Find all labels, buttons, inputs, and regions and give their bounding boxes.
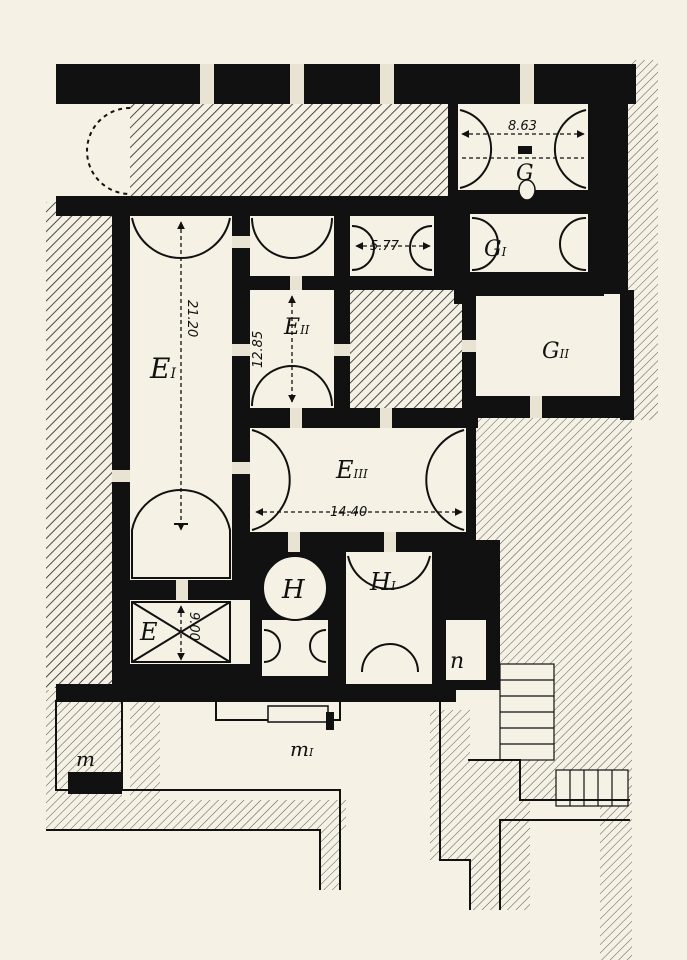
- label-e1: EI: [149, 352, 176, 385]
- apse-g-right: [553, 109, 587, 189]
- apse-g1-left: [471, 217, 499, 271]
- room-h-circle: [262, 555, 328, 621]
- opening-g2-1: [530, 396, 542, 418]
- dimension-lines: [177, 130, 585, 661]
- opening-h: [288, 532, 300, 552]
- apse-small1-left: [251, 217, 333, 259]
- label-g2: GII: [542, 339, 569, 364]
- hatch-bottom-right-col: [320, 826, 340, 890]
- opening-e2-1: [334, 344, 350, 356]
- m-feature: [68, 772, 122, 794]
- opening-e1-2: [232, 344, 250, 356]
- wall-e1-left: [112, 196, 130, 686]
- label-e2: EII: [283, 315, 310, 340]
- opening-h1: [384, 532, 396, 552]
- wall-top: [56, 64, 636, 104]
- apse-g1-right: [559, 217, 587, 271]
- opening-e2-3: [290, 408, 302, 428]
- label-g1: GI: [484, 237, 507, 262]
- label-g1-sub: I: [501, 245, 507, 259]
- label-e3: EIII: [335, 456, 368, 484]
- label-n1: nII: [472, 595, 494, 619]
- wall-g2-left: [462, 290, 476, 420]
- opening-g2-2: [462, 340, 476, 352]
- hatch-bottom-strip: [130, 690, 160, 800]
- opening-e1-3: [232, 462, 250, 474]
- wall-small-b: [434, 196, 454, 286]
- dim-e1: 21.20: [184, 300, 199, 337]
- wall-lower-bottom: [56, 684, 456, 702]
- wall-h1-left: [334, 548, 346, 688]
- wall-g1-bottom: [454, 272, 604, 296]
- apse-e3-right: [425, 429, 465, 531]
- g-niche: [518, 179, 536, 201]
- dim-small: 5.77: [370, 239, 400, 254]
- label-n: n: [450, 649, 464, 674]
- opening-top-4: [520, 64, 534, 104]
- label-n1-sub: II: [484, 604, 494, 617]
- label-m: m: [76, 747, 95, 771]
- label-m1-sub: I: [308, 746, 314, 759]
- g-center-mark: [518, 146, 532, 154]
- dim-e3: 14.40: [330, 505, 367, 520]
- m1-feature: [267, 705, 329, 723]
- opening-top-3: [380, 64, 394, 104]
- apse-h1-bottom: [361, 643, 419, 673]
- opening-top-1: [200, 64, 214, 104]
- opening-e1-4: [112, 470, 130, 482]
- dimension-labels: 21.20 12.85 14.40 8.63 5.77 9.00: [184, 119, 537, 641]
- apses: [86, 107, 587, 673]
- hatch-bottom-band: [46, 800, 346, 830]
- room-labels: EI EII EIII E G GI GII H HI n nII m mI: [76, 161, 569, 771]
- opening-e-low: [176, 580, 188, 600]
- wall-e1-right: [232, 196, 250, 596]
- label-g: G: [516, 161, 534, 186]
- wall-e-bottom: [112, 664, 252, 688]
- label-g2-sub: II: [559, 347, 570, 361]
- hatch-stair-col: [430, 710, 470, 860]
- apse-top-corridor: [86, 107, 131, 195]
- apse-h1-top: [347, 555, 431, 590]
- openings: [112, 64, 542, 600]
- room-h-lower: [262, 620, 328, 676]
- wall-small-a: [334, 196, 350, 426]
- room-n: [446, 620, 486, 680]
- room-h1: [346, 552, 432, 672]
- dim-e2: 12.85: [251, 331, 266, 368]
- opening-e2-4: [380, 408, 392, 428]
- label-e3-sub: III: [353, 467, 368, 481]
- opening-e1-1: [232, 236, 250, 248]
- room-g2: [476, 296, 620, 396]
- label-m1: mI: [290, 737, 314, 761]
- hatch-left-strip: [46, 202, 122, 688]
- wall-e2-bottom: [232, 408, 478, 428]
- apse-g-left: [459, 109, 493, 189]
- opening-e2-2: [290, 276, 302, 290]
- apse-e3-left: [251, 429, 291, 531]
- m1-dark: [326, 712, 334, 730]
- wall-g2-right: [620, 290, 634, 420]
- label-h: H: [281, 575, 306, 605]
- label-h1-sub: I: [390, 579, 396, 593]
- dim-g: 8.63: [508, 119, 537, 134]
- label-e: E: [139, 618, 158, 646]
- wall-right-upper: [588, 64, 628, 294]
- opening-top-2: [290, 64, 304, 104]
- wall-g2-bottom: [462, 396, 630, 418]
- hatch-top-court: [130, 104, 455, 196]
- dim-e: 9.00: [186, 612, 201, 641]
- apse-h-low-left: [263, 629, 281, 663]
- label-e2-sub: II: [299, 323, 310, 337]
- label-h1: HI: [369, 568, 396, 596]
- wall-top-inner: [56, 196, 456, 216]
- room-top-corridor: [56, 104, 130, 196]
- label-e1-sub: I: [169, 366, 176, 382]
- apse-h-low-right: [309, 629, 327, 663]
- wall-g-left: [448, 100, 458, 200]
- hatch-center-block: [348, 286, 462, 412]
- wall-e3-right: [466, 420, 476, 536]
